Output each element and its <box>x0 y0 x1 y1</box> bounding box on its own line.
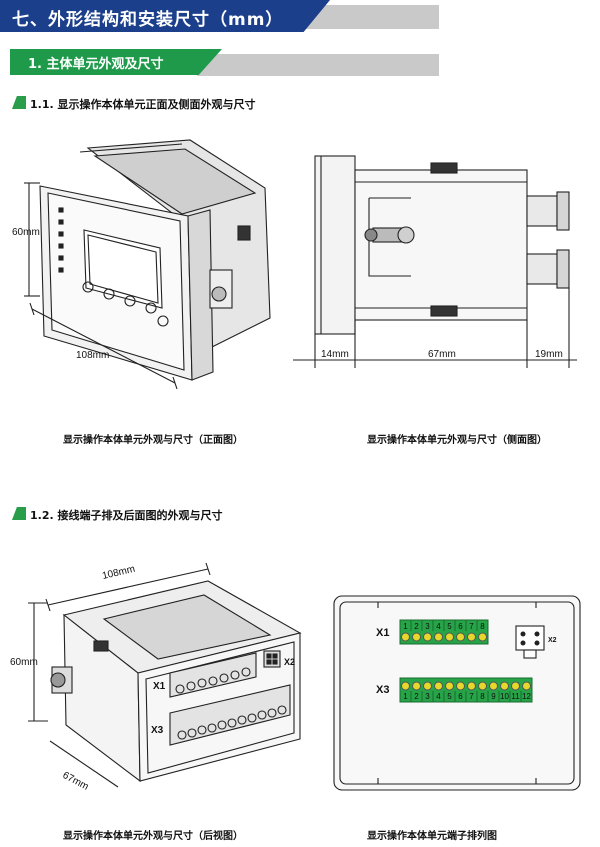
x3-terminal-number: 11 <box>511 692 520 701</box>
x3-terminal-number: 12 <box>522 692 531 701</box>
side-view-drawing: 14mm 67mm 19mm <box>293 155 577 368</box>
rear-label-x2: X2 <box>284 657 295 667</box>
x3-terminal-number: 4 <box>436 692 441 701</box>
rear-dim-width: 108mm <box>101 564 136 582</box>
side-dim-left: 14mm <box>321 349 349 360</box>
x1-terminal-number: 7 <box>469 622 474 631</box>
rear-dim-height: 60mm <box>10 657 38 668</box>
terminal-label-x1: X1 <box>376 627 389 639</box>
subsection-title: 1. 主体单元外观及尺寸 <box>28 57 164 72</box>
part2-title: 1.2. 接线端子排及后面图的外观与尺寸 <box>30 509 223 522</box>
rear-dim-depth: 67mm <box>61 770 91 790</box>
x1-terminal-number: 1 <box>403 622 408 631</box>
rear-caption: 显示操作本体单元外观与尺寸（后视图） <box>63 831 243 842</box>
front-dim-width: 108mm <box>76 350 109 361</box>
rear-view-drawing: 108mm 60mm 67mm X1 X2 X3 <box>10 562 302 790</box>
x3-terminal-number: 1 <box>403 692 408 701</box>
x3-terminal-number: 10 <box>500 692 509 701</box>
x3-terminal-number: 3 <box>425 692 430 701</box>
terminal-label-x2: X2 <box>548 637 557 644</box>
side-caption: 显示操作本体单元外观与尺寸（侧面图） <box>367 435 547 446</box>
rear-label-x3: X3 <box>151 725 164 736</box>
section-header <box>0 0 330 32</box>
side-dim-mid: 67mm <box>428 349 456 360</box>
front-dim-height: 60mm <box>12 227 40 238</box>
x1-terminal-screw <box>467 632 476 642</box>
x1-terminal-number: 5 <box>447 622 452 631</box>
x1-terminal-screw <box>434 632 443 642</box>
bullet-mark <box>12 507 26 520</box>
x1-terminal-number: 6 <box>458 622 463 631</box>
x1-terminal-number: 4 <box>436 622 441 631</box>
x3-terminal-screw <box>511 681 520 691</box>
x1-terminal-screw <box>412 632 421 642</box>
x3-terminal-number: 9 <box>491 692 496 701</box>
x1-terminal-screw <box>456 632 465 642</box>
x3-terminal-screw <box>456 681 465 691</box>
x3-terminal-screw <box>445 681 454 691</box>
terminal-caption: 显示操作本体单元端子排列图 <box>367 831 497 842</box>
x1-terminal-screw <box>478 632 487 642</box>
x3-terminal-number: 5 <box>447 692 452 701</box>
x3-terminal-screw <box>401 681 410 691</box>
terminal-label-x3: X3 <box>376 684 389 696</box>
rear-label-x1: X1 <box>153 681 166 692</box>
section-title: 七、外形结构和安装尺寸（mm） <box>12 10 284 30</box>
x3-terminal-screw <box>467 681 476 691</box>
part1-title: 1.1. 显示操作本体单元正面及侧面外观与尺寸 <box>30 98 256 111</box>
x3-terminal-number: 8 <box>480 692 485 701</box>
x1-terminal-number: 3 <box>425 622 430 631</box>
x3-terminal-screw <box>478 681 487 691</box>
x1-terminal-screw <box>445 632 454 642</box>
x1-terminal-number: 8 <box>480 622 485 631</box>
front-view-drawing: 60mm 108mm <box>12 139 271 390</box>
x3-terminal-number: 2 <box>414 692 419 701</box>
x3-terminal-screw <box>522 681 531 691</box>
section-header-bar <box>304 5 439 29</box>
x3-terminal-screw <box>434 681 443 691</box>
x1-terminal-number: 2 <box>414 622 419 631</box>
front-caption: 显示操作本体单元外观与尺寸（正面图） <box>63 435 243 446</box>
x3-terminal-screw <box>423 681 432 691</box>
x3-terminal-screw <box>489 681 498 691</box>
side-dim-right: 19mm <box>535 349 563 360</box>
x3-terminal-number: 7 <box>469 692 474 701</box>
x1-terminal-screw <box>423 632 432 642</box>
x3-terminal-number: 6 <box>458 692 463 701</box>
x3-terminal-screw <box>412 681 421 691</box>
subsection-header <box>10 49 222 75</box>
bullet-mark <box>12 96 26 109</box>
subsection-header-bar <box>197 54 439 76</box>
x1-terminal-screw <box>401 632 410 642</box>
x3-terminal-screw <box>500 681 509 691</box>
